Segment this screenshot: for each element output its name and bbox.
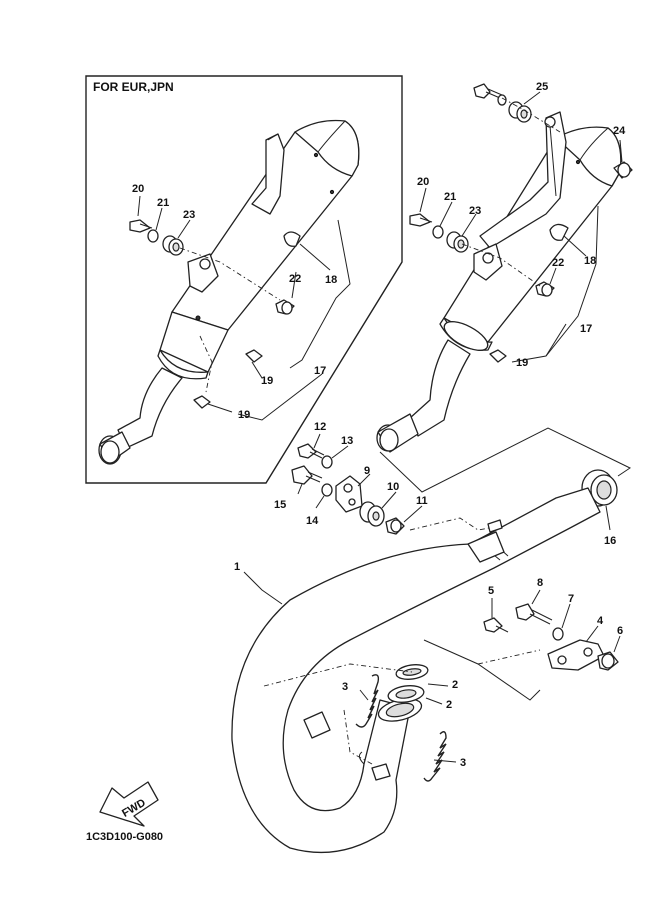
- callout-16: 16: [604, 535, 616, 547]
- callout-19-inset-b: 19: [238, 409, 250, 421]
- callout-19-main: 19: [516, 357, 528, 369]
- callout-21-inset: 21: [157, 197, 169, 209]
- assembly-connector-lower: [409, 517, 501, 531]
- flange-bolt-top: [473, 83, 503, 99]
- exhaust-pipe-1: [231, 487, 601, 854]
- gasket-2b: [387, 685, 425, 703]
- callout-5: 5: [488, 585, 494, 597]
- callout-22-inset: 22: [289, 273, 301, 285]
- callout-4: 4: [597, 615, 604, 627]
- inset-end-pipe: [98, 367, 183, 465]
- inset-screw-19a: [245, 349, 263, 363]
- callout-18-main: 18: [584, 255, 596, 267]
- callout-12: 12: [314, 421, 326, 433]
- callout-6: 6: [617, 625, 623, 637]
- callout-21-main: 21: [444, 191, 456, 203]
- spring-3a: [355, 674, 380, 728]
- main-end-pipe: [376, 339, 471, 453]
- bolt-20-main: [409, 213, 433, 227]
- inset-title: FOR EUR,JPN: [93, 80, 174, 94]
- inset-frame: [85, 75, 403, 484]
- callout-3-b: 3: [460, 757, 466, 769]
- callout-23-main: 23: [469, 205, 481, 217]
- callout-19-inset-a: 19: [261, 375, 273, 387]
- callout-18-inset: 18: [325, 274, 337, 286]
- inset-screw-19b: [193, 395, 211, 409]
- callout-15: 15: [274, 499, 286, 511]
- screw-19-main: [489, 349, 507, 363]
- fwd-arrow-icon: FWD: [99, 781, 159, 827]
- callout-11: 11: [416, 495, 428, 507]
- grommet-23-main: [446, 231, 469, 253]
- callout-23-inset: 23: [183, 209, 195, 221]
- callout-14: 14: [306, 515, 319, 527]
- callout-22-main: 22: [552, 257, 564, 269]
- bolt-8: [515, 603, 553, 625]
- callout-2-a: 2: [452, 679, 458, 691]
- callout-17-main: 17: [580, 323, 592, 335]
- callout-20-main: 20: [417, 176, 429, 188]
- inset-washer-21: [147, 229, 159, 243]
- inset-bolt-20: [129, 219, 153, 233]
- inset-eur-jpn: FOR EUR,JPN: [85, 75, 403, 484]
- callout-1: 1: [234, 561, 240, 573]
- inset-grommet-23: [162, 235, 184, 256]
- collar-6: [597, 651, 619, 671]
- callout-2-b: 2: [446, 699, 452, 711]
- callout-9: 9: [364, 465, 370, 477]
- main-muffler: [439, 111, 622, 351]
- collar-24: [613, 161, 633, 179]
- callout-25: 25: [536, 81, 548, 93]
- callout-7: 7: [568, 593, 574, 605]
- washer-13: [321, 455, 333, 469]
- damper-25: [508, 101, 532, 123]
- inset-collar-22: [275, 299, 295, 315]
- callout-20-inset: 20: [132, 183, 144, 195]
- callout-8: 8: [537, 577, 543, 589]
- washer-14: [321, 483, 333, 497]
- bolt-5: [483, 617, 509, 633]
- callout-3-a: 3: [342, 681, 348, 693]
- callout-10: 10: [387, 481, 399, 493]
- bracket-9: [335, 475, 363, 513]
- bracket-4: [547, 639, 605, 671]
- callout-24: 24: [613, 125, 626, 137]
- washer-7: [552, 627, 564, 641]
- bolt-15: [291, 465, 323, 485]
- spring-3b: [423, 731, 447, 782]
- reference-code: 1C3D100-G080: [86, 831, 163, 843]
- callout-17-inset: 17: [314, 365, 326, 377]
- collar-11: [385, 517, 405, 535]
- washer-21-main: [432, 225, 444, 239]
- damper-10: [359, 501, 385, 527]
- callout-13: 13: [341, 435, 353, 447]
- assembly-connector-upper: [379, 427, 632, 493]
- bolt-12: [297, 443, 325, 459]
- inset-muffler: [157, 119, 360, 380]
- collar-22-main: [535, 281, 555, 297]
